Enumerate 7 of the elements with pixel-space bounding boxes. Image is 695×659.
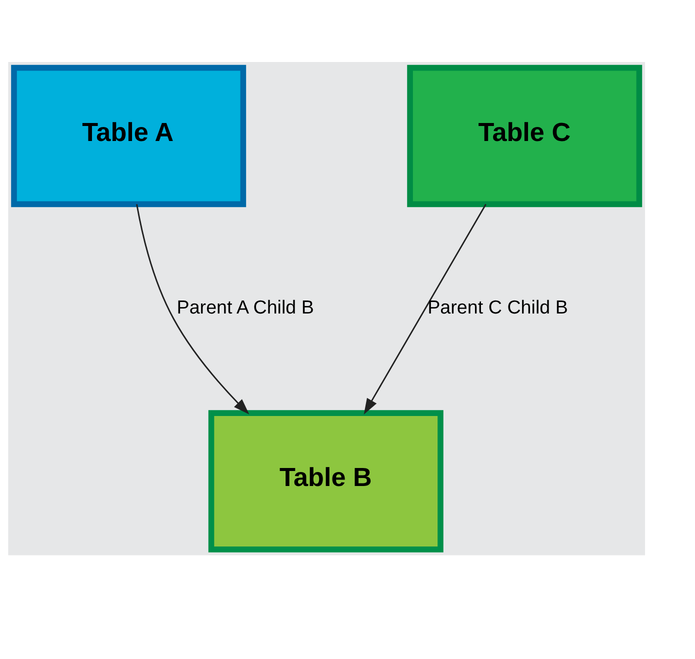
arrow: [136, 204, 250, 414]
arrow: [364, 204, 486, 414]
edge-label: Parent C Child B: [428, 296, 568, 318]
node-box: Table C: [407, 64, 642, 208]
edge-label: Parent A Child B: [176, 296, 314, 318]
node-box: Table B: [208, 410, 444, 552]
node-box: Table A: [11, 64, 246, 208]
